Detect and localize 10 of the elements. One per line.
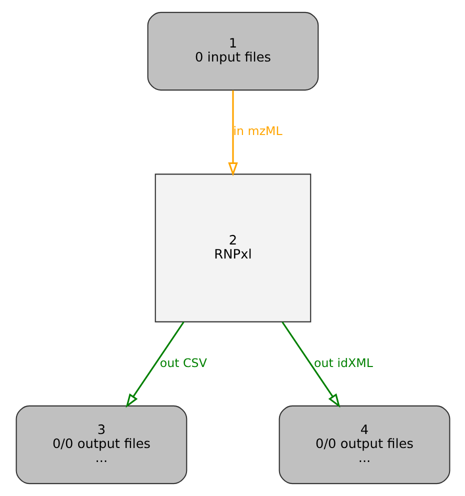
edge-label: out idXML: [314, 356, 372, 370]
arrow: [281, 322, 340, 408]
arrow: [125, 322, 184, 408]
arrow: [228, 90, 238, 176]
edge-label: out CSV: [159, 356, 206, 370]
node-box: 3 0/0 output files ...: [15, 405, 187, 484]
edge-label: in mzML: [232, 124, 282, 138]
node-box: 2 RNPxl: [154, 174, 311, 322]
node-box: 1 0 input files: [146, 12, 318, 91]
node-box: 4 0/0 output files ...: [278, 405, 450, 484]
